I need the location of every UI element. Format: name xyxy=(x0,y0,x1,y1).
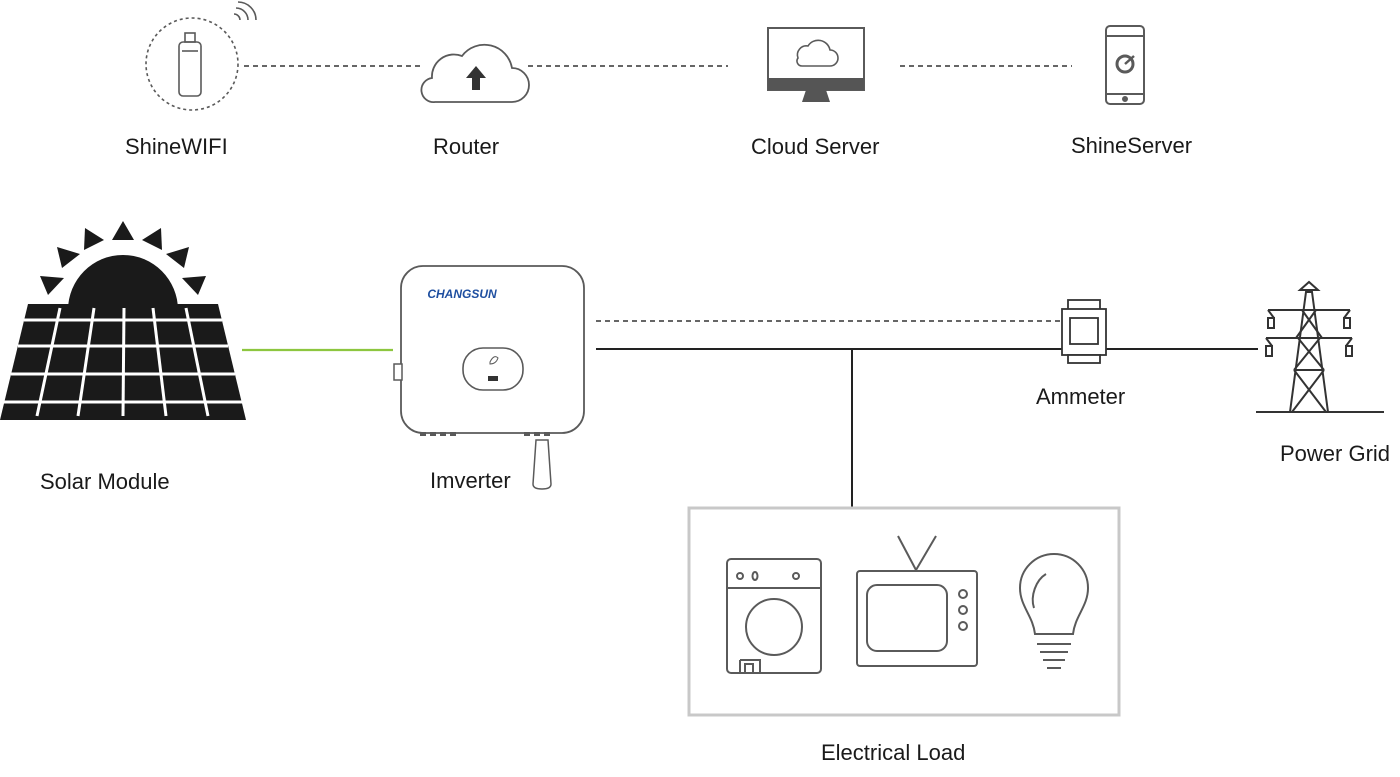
electrical-load-label: Electrical Load xyxy=(821,740,966,765)
cloud-upload-icon xyxy=(420,43,530,103)
shinewifi-dongle-icon xyxy=(145,1,257,111)
smartphone-icon xyxy=(1105,25,1145,105)
washing-machine-icon xyxy=(726,558,822,674)
inverter-brand-text: CHANGSUN xyxy=(427,287,497,301)
inverter-label: Imverter xyxy=(430,468,511,493)
solar-panel-sun-icon xyxy=(0,221,246,420)
power-grid-label: Power Grid xyxy=(1280,441,1391,466)
television-icon xyxy=(856,535,978,667)
monitor-cloud-icon xyxy=(767,27,865,102)
solar-module-label: Solar Module xyxy=(40,469,170,494)
shineserver-label: ShineServer xyxy=(1071,133,1193,158)
power-tower-icon xyxy=(1256,280,1384,413)
router-label: Router xyxy=(433,134,500,159)
shinewifi-label: ShineWIFI xyxy=(125,134,228,159)
electrical-load-box xyxy=(687,506,1121,717)
ammeter-label: Ammeter xyxy=(1036,384,1126,409)
ammeter-icon xyxy=(1061,299,1107,364)
light-bulb-icon xyxy=(1018,553,1090,669)
cloud-server-label: Cloud Server xyxy=(751,134,880,159)
inverter-icon: CHANGSUN xyxy=(393,265,585,490)
